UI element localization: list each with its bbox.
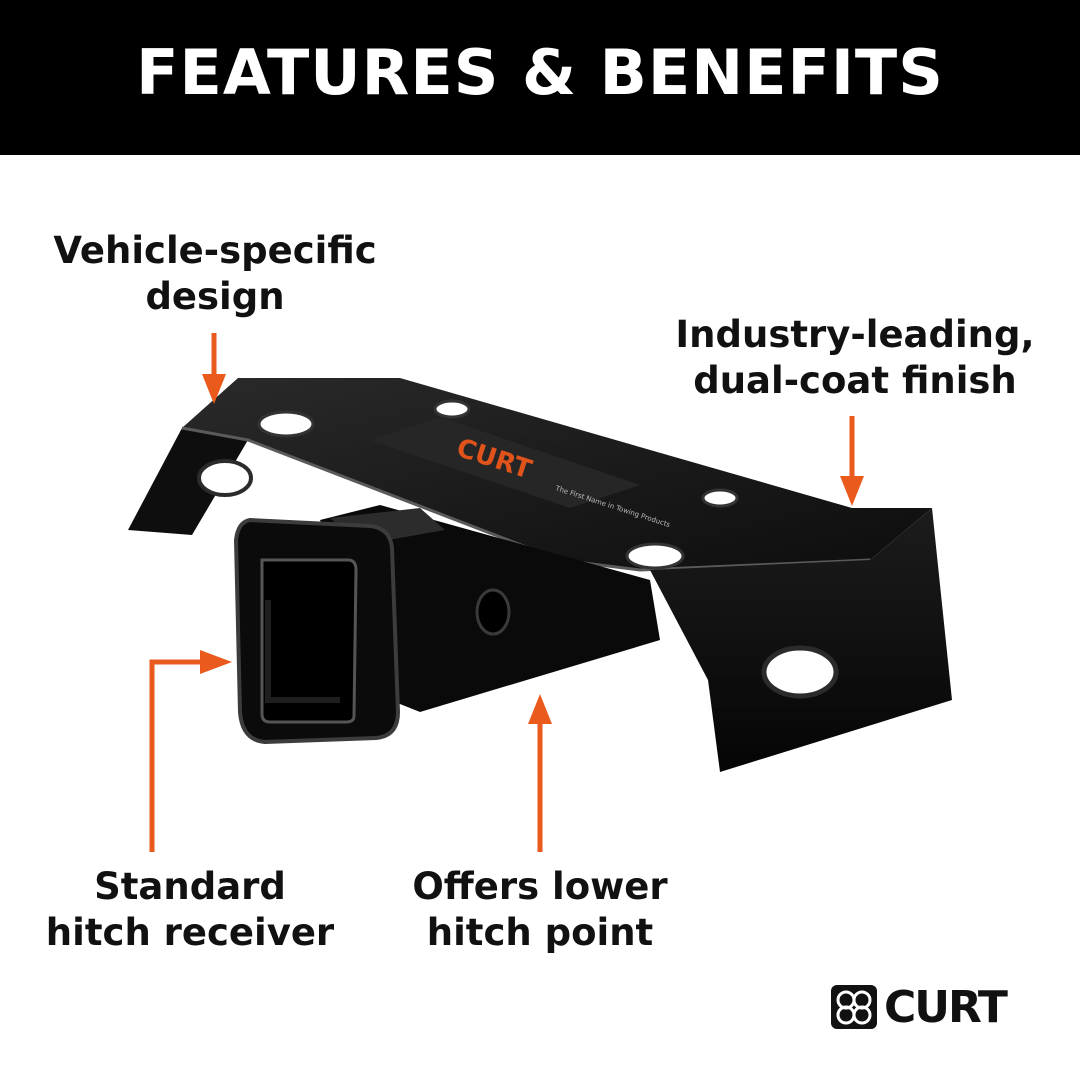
callout-line: hitch point: [426, 911, 654, 954]
curt-gear-logo-icon: [831, 985, 877, 1029]
arrowhead-down-icon: [840, 476, 864, 506]
callout-line: Standard: [94, 865, 286, 908]
callout-line: Industry-leading,: [675, 313, 1035, 356]
callout-line: design: [145, 275, 285, 318]
arrowhead-down-icon: [202, 374, 226, 404]
plate-hole: [433, 399, 471, 419]
right-leg-hole: [761, 645, 839, 699]
right-leg: [650, 508, 952, 772]
callout-line: hitch receiver: [45, 911, 335, 954]
callout-lower-point: Offers lower hitch point: [395, 864, 685, 956]
arrowhead-right-icon: [200, 650, 232, 674]
left-leg-hole: [197, 459, 253, 497]
callout-line: dual-coat finish: [693, 359, 1017, 402]
receiver-opening: [260, 558, 358, 724]
brand-logo: CURT: [830, 981, 1008, 1033]
callout-finish: Industry-leading, dual-coat finish: [670, 312, 1040, 404]
callout-line: Offers lower: [412, 865, 668, 908]
callout-line: Vehicle-specific: [53, 229, 377, 272]
arrowhead-up-icon: [528, 694, 552, 724]
title-banner: FEATURES & BENEFITS: [0, 0, 1080, 155]
page-title: FEATURES & BENEFITS: [136, 36, 944, 109]
brand-name: CURT: [884, 981, 1008, 1033]
left-leg: [128, 428, 248, 535]
plate-hole: [701, 488, 739, 508]
callout-receiver: Standard hitch receiver: [30, 864, 350, 956]
arrow-receiver: [149, 659, 205, 852]
pin-hole: [475, 588, 511, 636]
plate-hole: [257, 410, 315, 438]
plate-hole: [625, 542, 685, 570]
curt-decal: [370, 417, 640, 508]
callout-vehicle-specific: Vehicle-specific design: [40, 228, 390, 320]
